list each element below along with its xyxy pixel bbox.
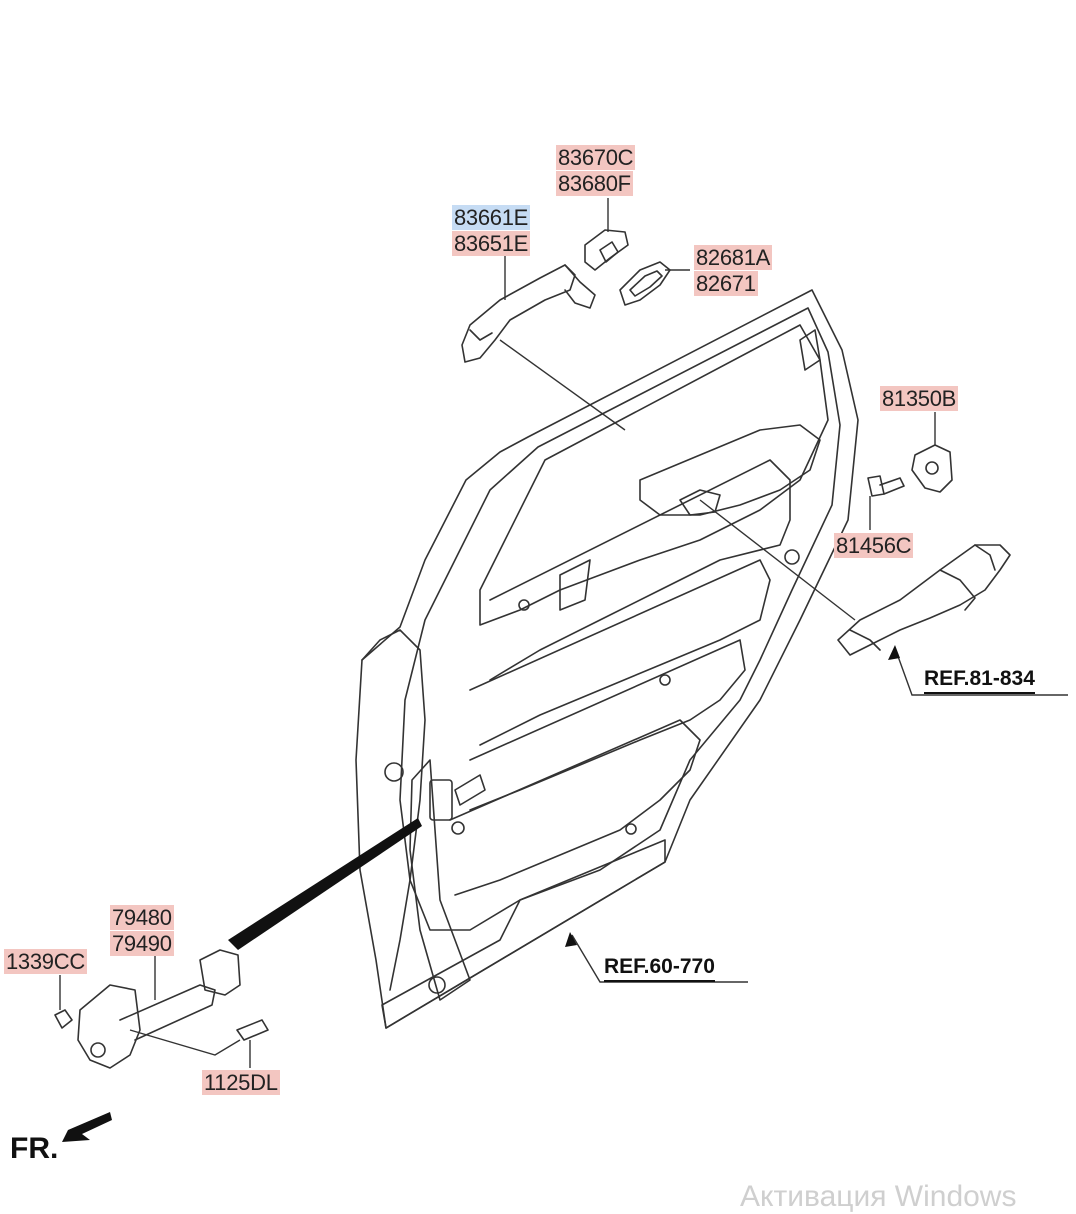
outside-handle [461, 264, 576, 363]
part-label-79490: 79490 [110, 931, 174, 956]
door-checker [77, 984, 141, 1069]
part-label-82681A: 82681A [694, 245, 773, 270]
checker-link-band [228, 818, 422, 950]
part-label-83661E: 83661E [452, 205, 531, 230]
fr-arrow-icon [62, 1112, 112, 1142]
part-label-81456C: 81456C [834, 533, 914, 558]
part-label-83670C: 83670C [556, 145, 636, 170]
windows-activation-watermark: Активация Windows [740, 1180, 1017, 1213]
part-label-83680F: 83680F [556, 171, 633, 196]
screw [867, 475, 885, 497]
door-outer-frame [355, 289, 859, 1029]
ref-60-770-leader [571, 934, 748, 983]
part-label-81350B: 81350B [880, 386, 959, 411]
handle-cover [584, 229, 629, 271]
door-window-frame [399, 307, 841, 931]
ref-label-60-770: REF.60-770 [604, 955, 715, 982]
inside-handle-assembly [837, 544, 1011, 656]
part-label-1125DL: 1125DL [202, 1070, 280, 1095]
part-label-79480: 79480 [110, 905, 174, 930]
part-label-82671: 82671 [694, 271, 758, 296]
part-label-83651E: 83651E [452, 231, 531, 256]
striker [911, 444, 953, 493]
ref-label-81-834: REF.81-834 [924, 667, 1035, 694]
ref-81-834-leader [894, 647, 1068, 696]
handle-pad [619, 261, 671, 306]
part-label-1339CC: 1339CC [4, 949, 87, 974]
direction-label: FR. [10, 1132, 59, 1165]
